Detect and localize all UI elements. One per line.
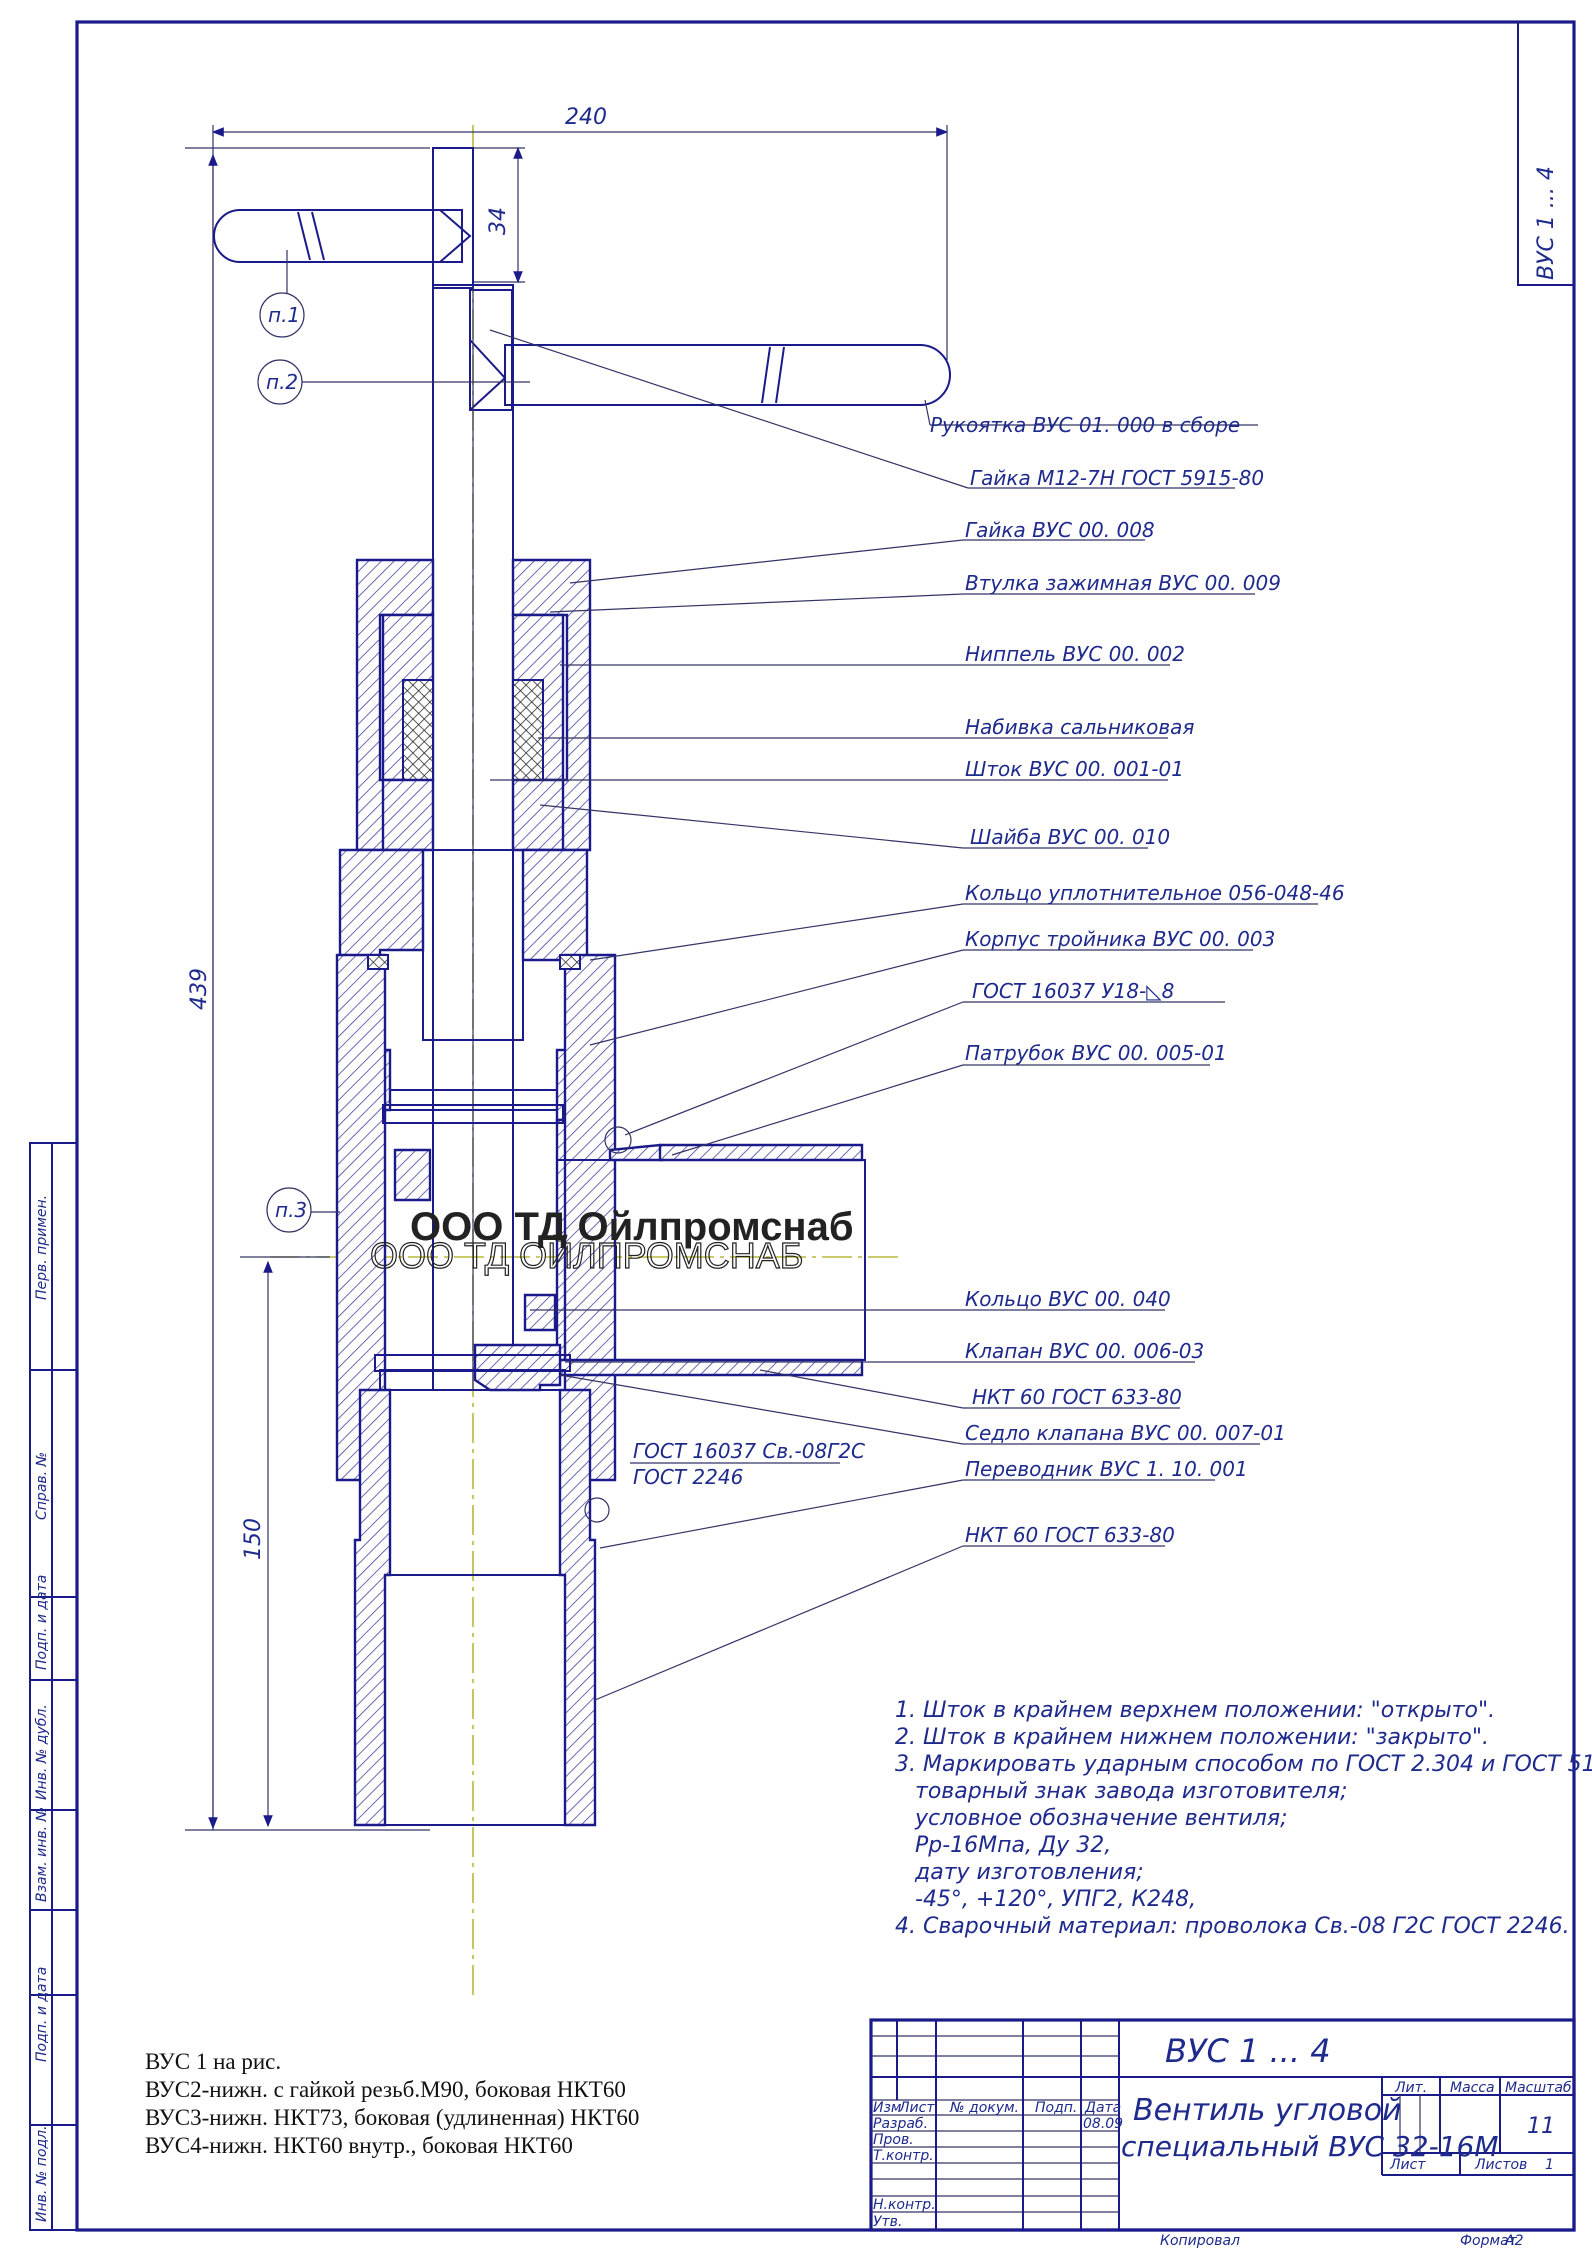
note-line: 4. Сварочный материал: проволока Св.-08 …	[895, 1914, 1570, 1939]
sheet-label: Лист	[1389, 2157, 1426, 2173]
gland-section	[355, 558, 592, 852]
title-designation: ВУС 1 ... 4	[1165, 2032, 1331, 2070]
callout-label: Патрубок ВУС 00. 005-01	[965, 1041, 1227, 1065]
side-stamp-label: Взам. инв. №	[34, 1807, 50, 1902]
col-date: Дата	[1084, 2100, 1121, 2116]
row-utv: Утв.	[873, 2214, 902, 2230]
callouts: Рукоятка ВУС 01. 000 в сборе Гайка М12-7…	[633, 413, 1345, 1547]
tee-body	[335, 848, 617, 1482]
side-stamp-label: Инв. № дубл.	[34, 1704, 50, 1800]
sheets-value: 1	[1545, 2157, 1554, 2173]
position-mark: п.2	[266, 370, 298, 394]
valve-seat	[374, 1343, 571, 1392]
note-line: условное обозначение вентиля;	[914, 1806, 1287, 1831]
note-line: Рр-16Мпа, Ду 32,	[915, 1833, 1111, 1858]
row-tkontr: Т.контр.	[873, 2148, 934, 2164]
callout-label: Набивка сальниковая	[965, 715, 1194, 739]
title-block: ВУС 1 ... 4 Вентиль угловой специальный …	[869, 2018, 1576, 2249]
col-izm: Изм	[873, 2100, 902, 2116]
watermark: ООО ТД Ойлпромснаб	[410, 1205, 854, 1249]
sheets-label: Листов	[1474, 2157, 1527, 2173]
row-prov: Пров.	[873, 2132, 914, 2148]
variant-line: ВУС3-нижн. НКТ73, боковая (удлиненная) Н…	[145, 2105, 640, 2130]
callout-leaders	[489, 329, 1318, 1701]
note-line: 1. Шток в крайнем верхнем положении: "от…	[895, 1698, 1495, 1723]
callout-label: Втулка зажимная ВУС 00. 009	[965, 571, 1281, 595]
format-label: Формат	[1460, 2233, 1518, 2249]
variant-line: ВУС 1 на рис.	[145, 2049, 282, 2074]
row-nkontr: Н.контр.	[873, 2197, 936, 2213]
col-sign: Подп.	[1035, 2100, 1077, 2116]
callout-label: Шток ВУС 00. 001-01	[965, 757, 1184, 781]
side-stamp: Перв. примен. Справ. № Подп. и дата Инв.…	[29, 1142, 78, 2231]
date-value: 08.09	[1083, 2116, 1123, 2132]
callout-label: ГОСТ 16037 У18-◺8	[972, 979, 1174, 1003]
row-razrab: Разраб.	[873, 2116, 928, 2132]
col-doc: № докум.	[949, 2100, 1019, 2116]
weld-note: ГОСТ 2246	[633, 1465, 743, 1489]
note-line: дату изготовления;	[914, 1860, 1144, 1885]
variant-line: ВУС4-нижн. НКТ60 внутр., боковая НКТ60	[145, 2133, 573, 2158]
dim-overall-width: 240	[565, 105, 607, 130]
lit-label: Лит.	[1394, 2080, 1427, 2096]
side-stamp-label: Перв. примен.	[34, 1195, 50, 1300]
callout-label: Шайба ВУС 00. 010	[970, 825, 1170, 849]
side-stamp-label: Подп. и дата	[34, 1575, 50, 1670]
callout-label: Кольцо ВУС 00. 040	[965, 1287, 1171, 1311]
note-line: 3. Маркировать ударным способом по ГОСТ …	[895, 1752, 1592, 1777]
mass-label: Масса	[1450, 2080, 1495, 2096]
callout-label: НКТ 60 ГОСТ 633-80	[972, 1385, 1182, 1409]
callout-label: Ниппель ВУС 00. 002	[965, 642, 1185, 666]
title-name-line-1: Вентиль угловой	[1133, 2093, 1402, 2128]
note-line: товарный знак завода изготовителя;	[915, 1779, 1347, 1804]
format-value: А2	[1504, 2233, 1524, 2249]
side-stamp-label: Подп. и дата	[34, 1967, 50, 2062]
callout-label: Гайка ВУС 00. 008	[965, 518, 1155, 542]
callout-label: Клапан ВУС 00. 006-03	[965, 1339, 1204, 1363]
side-stamp-label: Инв. № подл.	[34, 2125, 50, 2222]
side-stamp-label: Справ. №	[34, 1452, 50, 1520]
col-list: Лист	[898, 2100, 935, 2116]
dim-lower-height: 150	[241, 1518, 266, 1560]
scale-value: 11	[1527, 2114, 1555, 2139]
position-mark: п.3	[275, 1198, 307, 1222]
title-name-line-2: специальный ВУС 32-16М	[1121, 2130, 1499, 2163]
sheet-frame	[75, 20, 1576, 2232]
variant-list: ВУС 1 на рис. ВУС2-нижн. с гайкой резьб.…	[145, 2048, 639, 2160]
dim-handle-height: 34	[486, 207, 511, 235]
note-line: 2. Шток в крайнем нижнем положении: "зак…	[895, 1725, 1489, 1750]
variant-line: ВУС2-нижн. с гайкой резьб.М90, боковая Н…	[145, 2077, 626, 2102]
dimensions: 240 34 439 150	[185, 105, 949, 1831]
callout-label: Кольцо уплотнительное 056-048-46	[965, 881, 1345, 905]
callout-label: Седло клапана ВУС 00. 007-01	[965, 1421, 1286, 1445]
corner-stamp: ВУС 1 ... 4	[1534, 166, 1559, 280]
callout-label: Рукоятка ВУС 01. 000 в сборе	[930, 413, 1240, 437]
callout-label: Корпус тройника ВУС 00. 003	[965, 927, 1275, 951]
callout-label: Переводник ВУС 1. 10. 001	[965, 1457, 1248, 1481]
scale-label: Масштаб	[1505, 2080, 1572, 2096]
dim-overall-height: 439	[187, 968, 212, 1010]
copied-label: Копировал	[1160, 2233, 1240, 2249]
note-line: -45°, +120°, УПГ2, К248,	[915, 1887, 1196, 1912]
technical-notes: 1. Шток в крайнем верхнем положении: "от…	[895, 1698, 1592, 1939]
watermark: ООО ТД ОЙЛПРОМСНАБ	[370, 1234, 803, 1276]
lower-adapter	[353, 1126, 632, 1827]
side-branch	[556, 1143, 866, 1377]
handle-assembly	[213, 147, 951, 411]
callout-label: НКТ 60 ГОСТ 633-80	[965, 1523, 1175, 1547]
callout-label: Гайка М12-7Н ГОСТ 5915-80	[970, 466, 1264, 490]
weld-note: ГОСТ 16037 Св.-08Г2С	[633, 1439, 865, 1463]
position-mark: п.1	[268, 303, 300, 327]
position-marks: п.1 п.2 п.3	[257, 250, 530, 1233]
